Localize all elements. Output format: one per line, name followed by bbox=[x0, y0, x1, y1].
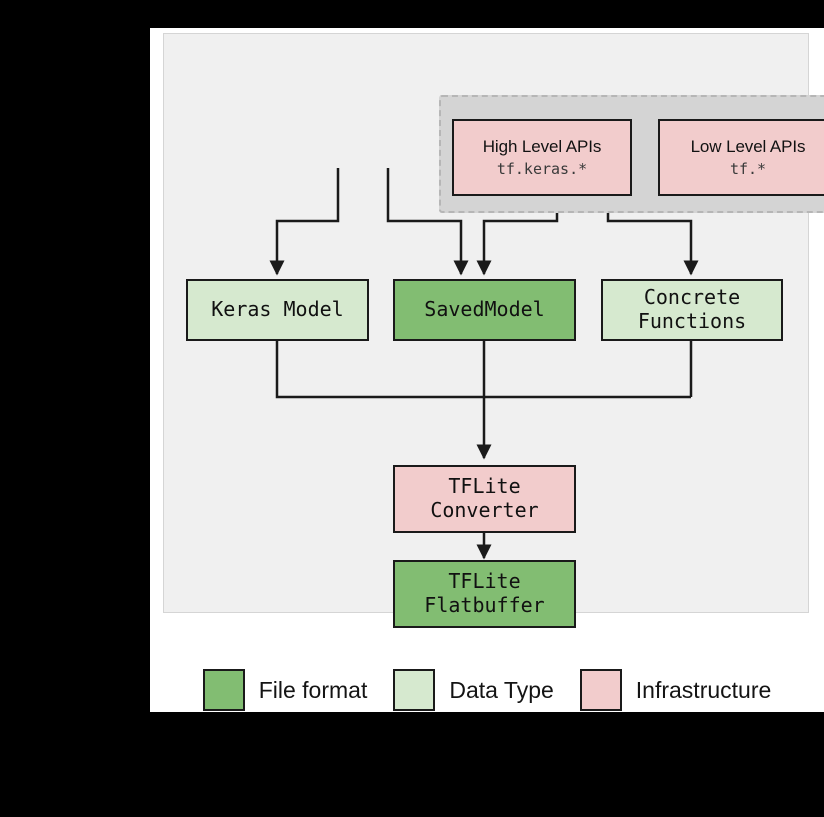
edge-high-level-apis-to-saved-model bbox=[386, 168, 469, 276]
node-concrete-functions-label-line1: Concrete bbox=[643, 285, 741, 310]
legend-label-data-type: Data Type bbox=[449, 676, 554, 703]
legend-label-file-format: File format bbox=[258, 676, 368, 703]
node-keras-model[interactable]: Keras Model bbox=[186, 279, 369, 341]
edge-high-level-apis-to-keras-model bbox=[269, 168, 340, 276]
node-saved-model-label: SavedModel bbox=[424, 297, 545, 322]
node-high-level-apis[interactable]: High Level APIs tf.keras.* bbox=[452, 119, 632, 196]
node-low-level-apis[interactable]: Low Level APIs tf.* bbox=[658, 119, 824, 196]
legend-swatch-file-format bbox=[202, 669, 245, 711]
legend-label-infrastructure: Infrastructure bbox=[635, 676, 772, 703]
node-low-level-apis-title: Low Level APIs bbox=[690, 136, 806, 156]
legend-swatch-data-type bbox=[393, 669, 436, 711]
node-tflite-flatbuffer-label-line1: TFLite bbox=[448, 569, 521, 594]
node-high-level-apis-title: High Level APIs bbox=[482, 136, 602, 156]
legend-item-data-type: Data Type bbox=[393, 669, 579, 711]
node-tflite-flatbuffer[interactable]: TFLite Flatbuffer bbox=[393, 560, 576, 628]
node-concrete-functions-label-line2: Functions bbox=[637, 309, 747, 333]
node-saved-model[interactable]: SavedModel bbox=[393, 279, 576, 341]
legend-item-infrastructure: Infrastructure bbox=[579, 669, 772, 711]
node-concrete-functions[interactable]: Concrete Functions bbox=[601, 279, 783, 341]
legend-swatch-infrastructure bbox=[579, 669, 622, 711]
legend: File format Data Type Infrastructure bbox=[150, 640, 824, 740]
node-keras-model-label: Keras Model bbox=[211, 297, 344, 322]
node-high-level-apis-subtitle: tf.keras.* bbox=[496, 159, 588, 178]
edge-keras-model-to-merge bbox=[275, 340, 691, 399]
legend-item-file-format: File format bbox=[202, 669, 394, 711]
diagram-panel: High Level APIs tf.keras.* Low Level API… bbox=[163, 33, 824, 628]
node-tflite-converter-label-line2: Converter bbox=[430, 498, 539, 522]
diagram-card: High Level APIs tf.keras.* Low Level API… bbox=[150, 28, 824, 712]
node-tflite-converter-label-line1: TFLite bbox=[448, 474, 521, 499]
node-tflite-converter[interactable]: TFLite Converter bbox=[393, 465, 576, 533]
node-tflite-flatbuffer-label-line2: Flatbuffer bbox=[424, 593, 545, 617]
node-low-level-apis-subtitle: tf.* bbox=[729, 159, 767, 178]
